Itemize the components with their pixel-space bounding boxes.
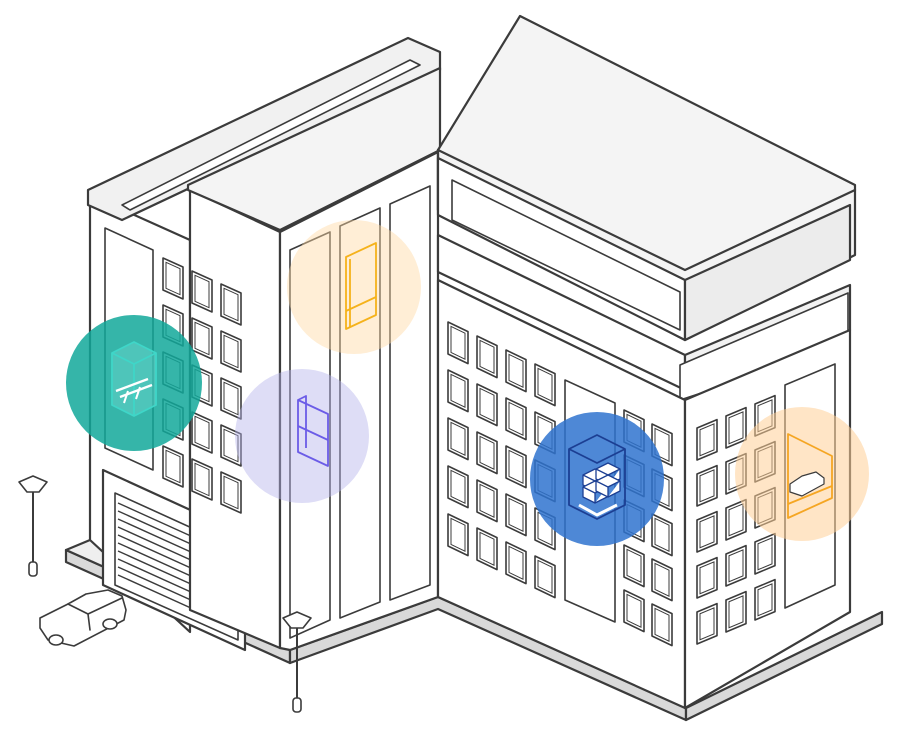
window bbox=[505, 541, 527, 585]
window bbox=[623, 589, 645, 633]
window bbox=[476, 431, 498, 475]
window bbox=[191, 458, 213, 501]
street-lamp-icon bbox=[282, 611, 312, 713]
window bbox=[725, 590, 747, 633]
window bbox=[534, 363, 556, 407]
hotspots bbox=[66, 220, 869, 546]
window bbox=[476, 383, 498, 427]
car-shape bbox=[789, 471, 825, 497]
hotspot-vehicle-parking[interactable] bbox=[735, 407, 869, 541]
drone-icon bbox=[111, 341, 157, 417]
window bbox=[220, 471, 242, 514]
window bbox=[696, 418, 718, 461]
hotspot-circle bbox=[235, 369, 369, 503]
window bbox=[754, 578, 776, 621]
window bbox=[651, 513, 673, 557]
window bbox=[220, 377, 242, 420]
window bbox=[754, 532, 776, 575]
hotspot-lift-shaft[interactable] bbox=[287, 220, 421, 354]
hotspot-drone-delivery[interactable] bbox=[66, 315, 202, 451]
window bbox=[447, 417, 469, 461]
window bbox=[447, 369, 469, 413]
window bbox=[476, 527, 498, 571]
window bbox=[447, 513, 469, 557]
window bbox=[476, 479, 498, 523]
hotspot-pallet-storage[interactable] bbox=[530, 412, 664, 546]
window bbox=[534, 555, 556, 599]
window bbox=[447, 465, 469, 509]
window bbox=[162, 257, 184, 300]
window bbox=[651, 603, 673, 647]
window bbox=[505, 493, 527, 537]
window bbox=[505, 397, 527, 441]
hotspot-circle bbox=[735, 407, 869, 541]
window bbox=[725, 544, 747, 587]
window bbox=[191, 270, 213, 313]
window bbox=[220, 424, 242, 467]
window bbox=[191, 411, 213, 454]
hotspot-circle bbox=[287, 220, 421, 354]
window bbox=[651, 558, 673, 602]
window-grid-left bbox=[162, 257, 242, 514]
car-icon bbox=[39, 589, 127, 647]
window bbox=[220, 283, 242, 326]
window bbox=[505, 349, 527, 393]
window bbox=[191, 317, 213, 360]
lift-icon bbox=[345, 242, 377, 330]
street-lamp-icon bbox=[18, 475, 48, 577]
car-icon bbox=[787, 433, 833, 519]
window bbox=[476, 335, 498, 379]
window bbox=[696, 510, 718, 553]
window bbox=[696, 602, 718, 645]
window bbox=[220, 330, 242, 373]
window bbox=[696, 464, 718, 507]
shelf-icon bbox=[297, 395, 329, 467]
hotspot-shelving-storage[interactable] bbox=[235, 369, 369, 503]
window bbox=[162, 445, 184, 488]
pallet-boxes-icon bbox=[568, 434, 626, 520]
window bbox=[623, 544, 645, 588]
window bbox=[447, 321, 469, 365]
window bbox=[725, 498, 747, 541]
window bbox=[696, 556, 718, 599]
window bbox=[505, 445, 527, 489]
main-block bbox=[436, 14, 857, 710]
boxes bbox=[582, 462, 621, 504]
